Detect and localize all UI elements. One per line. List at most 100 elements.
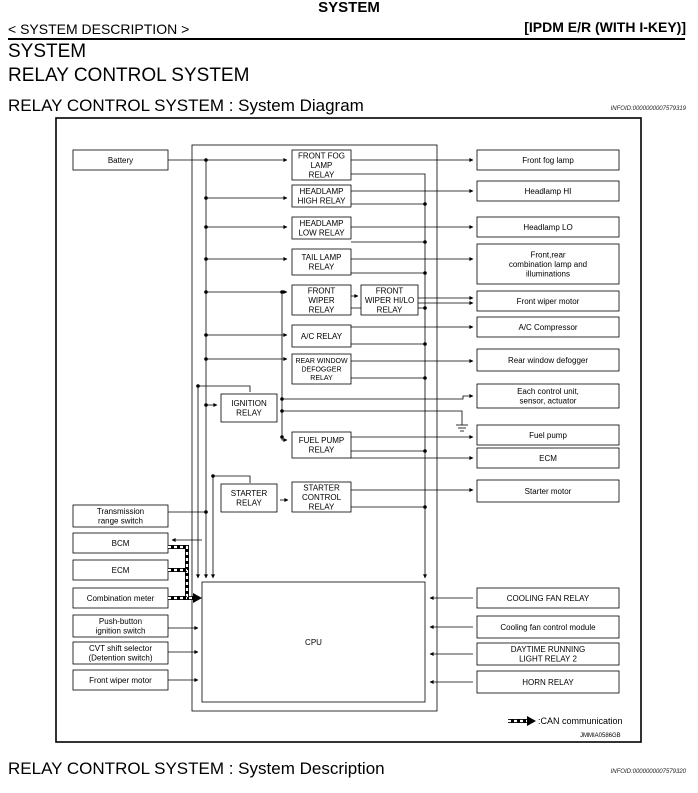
description-heading: RELAY CONTROL SYSTEM : System Descriptio… <box>8 759 385 778</box>
headlamp-low-relay-label: LOW RELAY <box>298 229 345 238</box>
front-fog-lamp-relay-label: FRONT FOG <box>298 151 345 160</box>
rear-window-defogger-box-label: Rear window defogger <box>508 356 588 365</box>
rear-window-defogger-relay-label: RELAY <box>310 375 333 382</box>
daytime-running-light-relay-box-label: DAYTIME RUNNING <box>511 645 586 654</box>
battery-box: Battery <box>72 149 169 171</box>
combination-lamp-box-label: Front,rear <box>530 250 565 259</box>
ecm-output-box-label: ECM <box>539 454 557 463</box>
horn-relay-box: HORN RELAY <box>476 670 620 694</box>
ac-compressor-box: A/C Compressor <box>476 316 620 338</box>
headlamp-high-relay-label: HEADLAMP <box>299 187 343 196</box>
description-infoid: INFOID:0000000007579320 <box>610 769 686 775</box>
cooling-fan-control-module-box: Cooling fan control module <box>476 615 620 639</box>
breadcrumb: < SYSTEM DESCRIPTION > <box>8 21 190 37</box>
rear-window-defogger-relay-label: REAR WINDOW <box>295 358 348 365</box>
battery-box-label: Battery <box>108 156 133 165</box>
bcm-box: BCM <box>72 532 169 554</box>
cooling-fan-relay-box: COOLING FAN RELAY <box>476 587 620 609</box>
front-fog-lamp-relay-label: RELAY <box>309 170 335 179</box>
transmission-range-switch-box-label: range switch <box>98 517 143 526</box>
front-wiper-motor-box-label: Front wiper motor <box>517 297 580 306</box>
legend-label: :CAN communication <box>538 716 623 726</box>
ac-relay-label: A/C RELAY <box>301 332 343 341</box>
section-tag: [IPDM E/R (WITH I-KEY)] <box>524 19 686 35</box>
bcm-box-label: BCM <box>112 539 130 548</box>
fuel-pump-box: Fuel pump <box>476 424 620 446</box>
front-wiper-motor-input-box-label: Front wiper motor <box>89 676 152 685</box>
front-wiper-relay-label: FRONT <box>308 286 336 295</box>
front-wiper-motor-input-box: Front wiper motor <box>72 669 169 691</box>
front-wiper-relay-label: RELAY <box>309 305 335 314</box>
starter-control-relay-label: STARTER <box>303 483 340 492</box>
ecm-input-box-label: ECM <box>112 566 130 575</box>
ac-relay: A/C RELAY <box>291 324 352 348</box>
each-control-unit-box: Each control unit,sensor, actuator <box>476 383 620 409</box>
daytime-running-light-relay-box-label: LIGHT RELAY 2 <box>519 655 577 664</box>
ecm-output-box: ECM <box>476 447 620 469</box>
figure-code: JMMIA0586GB <box>580 733 621 739</box>
ignition-relay-label: IGNITION <box>231 399 267 408</box>
starter-motor-box-label: Starter motor <box>525 487 572 496</box>
rear-window-defogger-box: Rear window defogger <box>476 348 620 372</box>
starter-control-relay-label: CONTROL <box>302 493 342 502</box>
starter-control-relay-label: RELAY <box>309 502 335 511</box>
front-wiper-hilo-relay-label: WIPER HI/LO <box>365 296 414 305</box>
cooling-fan-control-module-box-label: Cooling fan control module <box>500 623 596 632</box>
headlamp-lo-box-label: Headlamp LO <box>523 223 572 232</box>
cvt-shift-selector-box: CVT shift selector(Detention switch) <box>72 641 169 665</box>
starter-relay-label: RELAY <box>236 499 262 508</box>
starter-motor-box: Starter motor <box>476 479 620 503</box>
ac-compressor-box-label: A/C Compressor <box>518 323 577 332</box>
front-wiper-hilo-relay-label: FRONT <box>376 286 404 295</box>
headlamp-lo-box: Headlamp LO <box>476 216 620 238</box>
front-fog-lamp-box-label: Front fog lamp <box>522 156 574 165</box>
ground-icon <box>456 419 468 432</box>
can-legend: :CAN communication <box>508 716 623 726</box>
page-title: SYSTEM <box>318 0 380 16</box>
push-button-ignition-switch-box-label: Push-button <box>99 617 142 626</box>
headlamp-hi-box: Headlamp HI <box>476 180 620 202</box>
starter-relay-label: STARTER <box>231 489 268 498</box>
cpu-box-label: CPU <box>305 638 322 647</box>
fuel-pump-relay-label: RELAY <box>309 446 335 455</box>
combination-lamp-box-label: illuminations <box>526 269 570 278</box>
cooling-fan-relay-box-label: COOLING FAN RELAY <box>507 594 590 603</box>
tail-lamp-relay-label: RELAY <box>309 263 335 272</box>
front-wiper-hilo-relay-label: RELAY <box>377 305 403 314</box>
horn-relay-box-label: HORN RELAY <box>522 678 574 687</box>
push-button-ignition-switch-box-label: ignition switch <box>96 627 146 636</box>
section-heading: SYSTEM <box>8 41 87 62</box>
cvt-shift-selector-box-label: CVT shift selector <box>89 644 152 653</box>
header-divider <box>8 38 685 40</box>
combination-meter-box: Combination meter <box>72 587 169 609</box>
front-wiper-motor-box: Front wiper motor <box>476 290 620 312</box>
rear-window-defogger-relay-label: DEFOGGER <box>301 366 341 373</box>
transmission-range-switch-box-label: Transmission <box>97 507 144 516</box>
ignition-relay-label: RELAY <box>236 409 262 418</box>
tail-lamp-relay-label: TAIL LAMP <box>301 253 341 262</box>
combination-lamp-box-label: combination lamp and <box>509 260 587 269</box>
diagram-infoid: INFOID:0000000007579319 <box>610 106 686 112</box>
can-communication-lines <box>168 545 202 603</box>
fuel-pump-relay-label: FUEL PUMP <box>299 436 345 445</box>
combination-meter-box-label: Combination meter <box>87 594 155 603</box>
ecm-input-box: ECM <box>72 559 169 581</box>
headlamp-hi-box-label: Headlamp HI <box>525 187 572 196</box>
ipdm-frame <box>191 144 438 712</box>
diagram-frame <box>55 117 642 743</box>
headlamp-low-relay-label: HEADLAMP <box>299 219 343 228</box>
each-control-unit-box-label: Each control unit, <box>517 387 579 396</box>
